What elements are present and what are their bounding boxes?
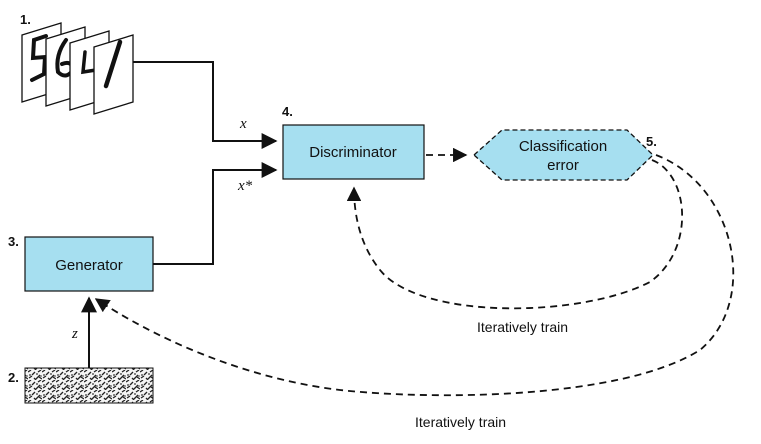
real-data-arrow	[133, 61, 278, 149]
classification-error-node: Classification error	[473, 129, 654, 181]
outer-loop-label: Iteratively train	[415, 414, 506, 430]
train-generator-loop	[94, 154, 735, 397]
discriminator-label: Discriminator	[309, 144, 397, 161]
generator-label: Generator	[55, 257, 123, 274]
discriminator-node: Discriminator	[282, 124, 425, 180]
classification-label-line1: Classification	[519, 138, 607, 155]
noise-image-icon	[24, 367, 154, 404]
step-2-label: 2.	[8, 370, 19, 385]
inner-loop-label: Iteratively train	[477, 319, 568, 335]
step-4-label: 4.	[282, 104, 293, 119]
generator-node: Generator	[24, 236, 154, 292]
step-5-label: 5.	[646, 134, 657, 149]
classification-label-line2: error	[547, 157, 579, 174]
train-discriminator-loop	[346, 159, 684, 310]
step-3-label: 3.	[8, 234, 19, 249]
fake-data-arrow	[153, 162, 278, 265]
x-star-edge-label: x*	[237, 178, 253, 194]
step-1-label: 1.	[20, 12, 31, 27]
x-edge-label: x	[239, 116, 247, 132]
z-edge-label: z	[71, 326, 78, 342]
digit-cards-icon	[21, 22, 134, 115]
